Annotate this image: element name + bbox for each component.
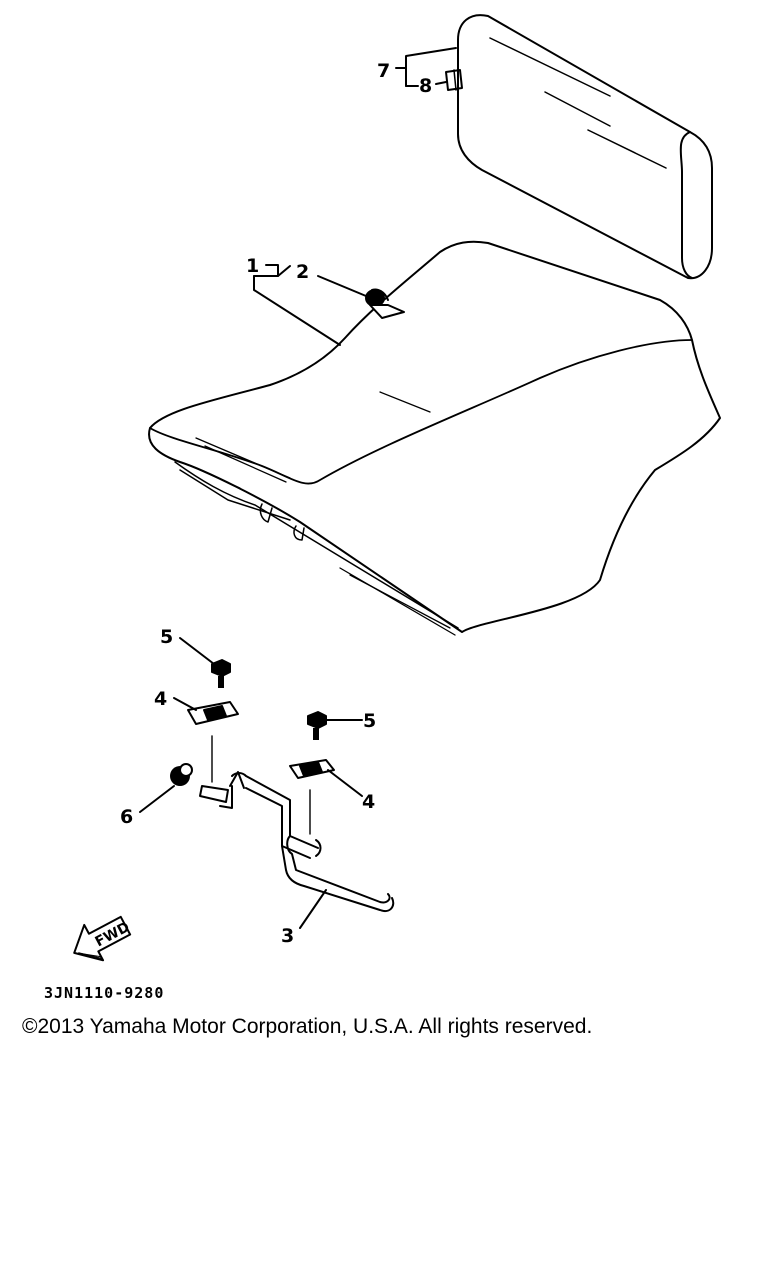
seat-lock-rod bbox=[200, 772, 393, 911]
callout-6: 6 bbox=[120, 806, 133, 828]
fwd-arrow-icon: FWD bbox=[65, 907, 132, 971]
grommet bbox=[170, 764, 192, 786]
leader-2 bbox=[318, 276, 366, 296]
backrest-clip bbox=[446, 70, 462, 90]
bracket-upper-left bbox=[188, 702, 238, 724]
leader-4b bbox=[328, 770, 362, 796]
callout-5b: 5 bbox=[363, 710, 376, 732]
leader-1 bbox=[254, 265, 340, 345]
callout-4b: 4 bbox=[362, 791, 375, 813]
seat-assembly bbox=[149, 242, 720, 635]
bolt-upper-left bbox=[212, 660, 230, 688]
leader-3 bbox=[300, 890, 326, 928]
callout-5a: 5 bbox=[160, 626, 173, 648]
callout-3: 3 bbox=[281, 925, 294, 947]
callout-1: 1 bbox=[246, 255, 259, 277]
callout-2: 2 bbox=[296, 261, 309, 283]
copyright-notice: ©2013 Yamaha Motor Corporation, U.S.A. A… bbox=[22, 1015, 593, 1038]
leader-6 bbox=[140, 786, 174, 812]
callout-4a: 4 bbox=[154, 688, 167, 710]
callout-7: 7 bbox=[377, 60, 390, 82]
leader-5a bbox=[180, 638, 214, 664]
leader-8 bbox=[406, 82, 446, 86]
callout-8: 8 bbox=[419, 75, 432, 97]
leader-4a bbox=[174, 698, 196, 710]
leader-7 bbox=[396, 48, 456, 86]
part-code: 3JN1110-9280 bbox=[44, 984, 165, 1002]
backrest-cushion bbox=[458, 15, 712, 278]
bracket-right bbox=[290, 760, 334, 778]
seat-lock-hook bbox=[365, 289, 404, 318]
bolt-right bbox=[308, 712, 326, 740]
seat-exploded-diagram: 7 8 1 2 5 5 bbox=[0, 0, 768, 1000]
